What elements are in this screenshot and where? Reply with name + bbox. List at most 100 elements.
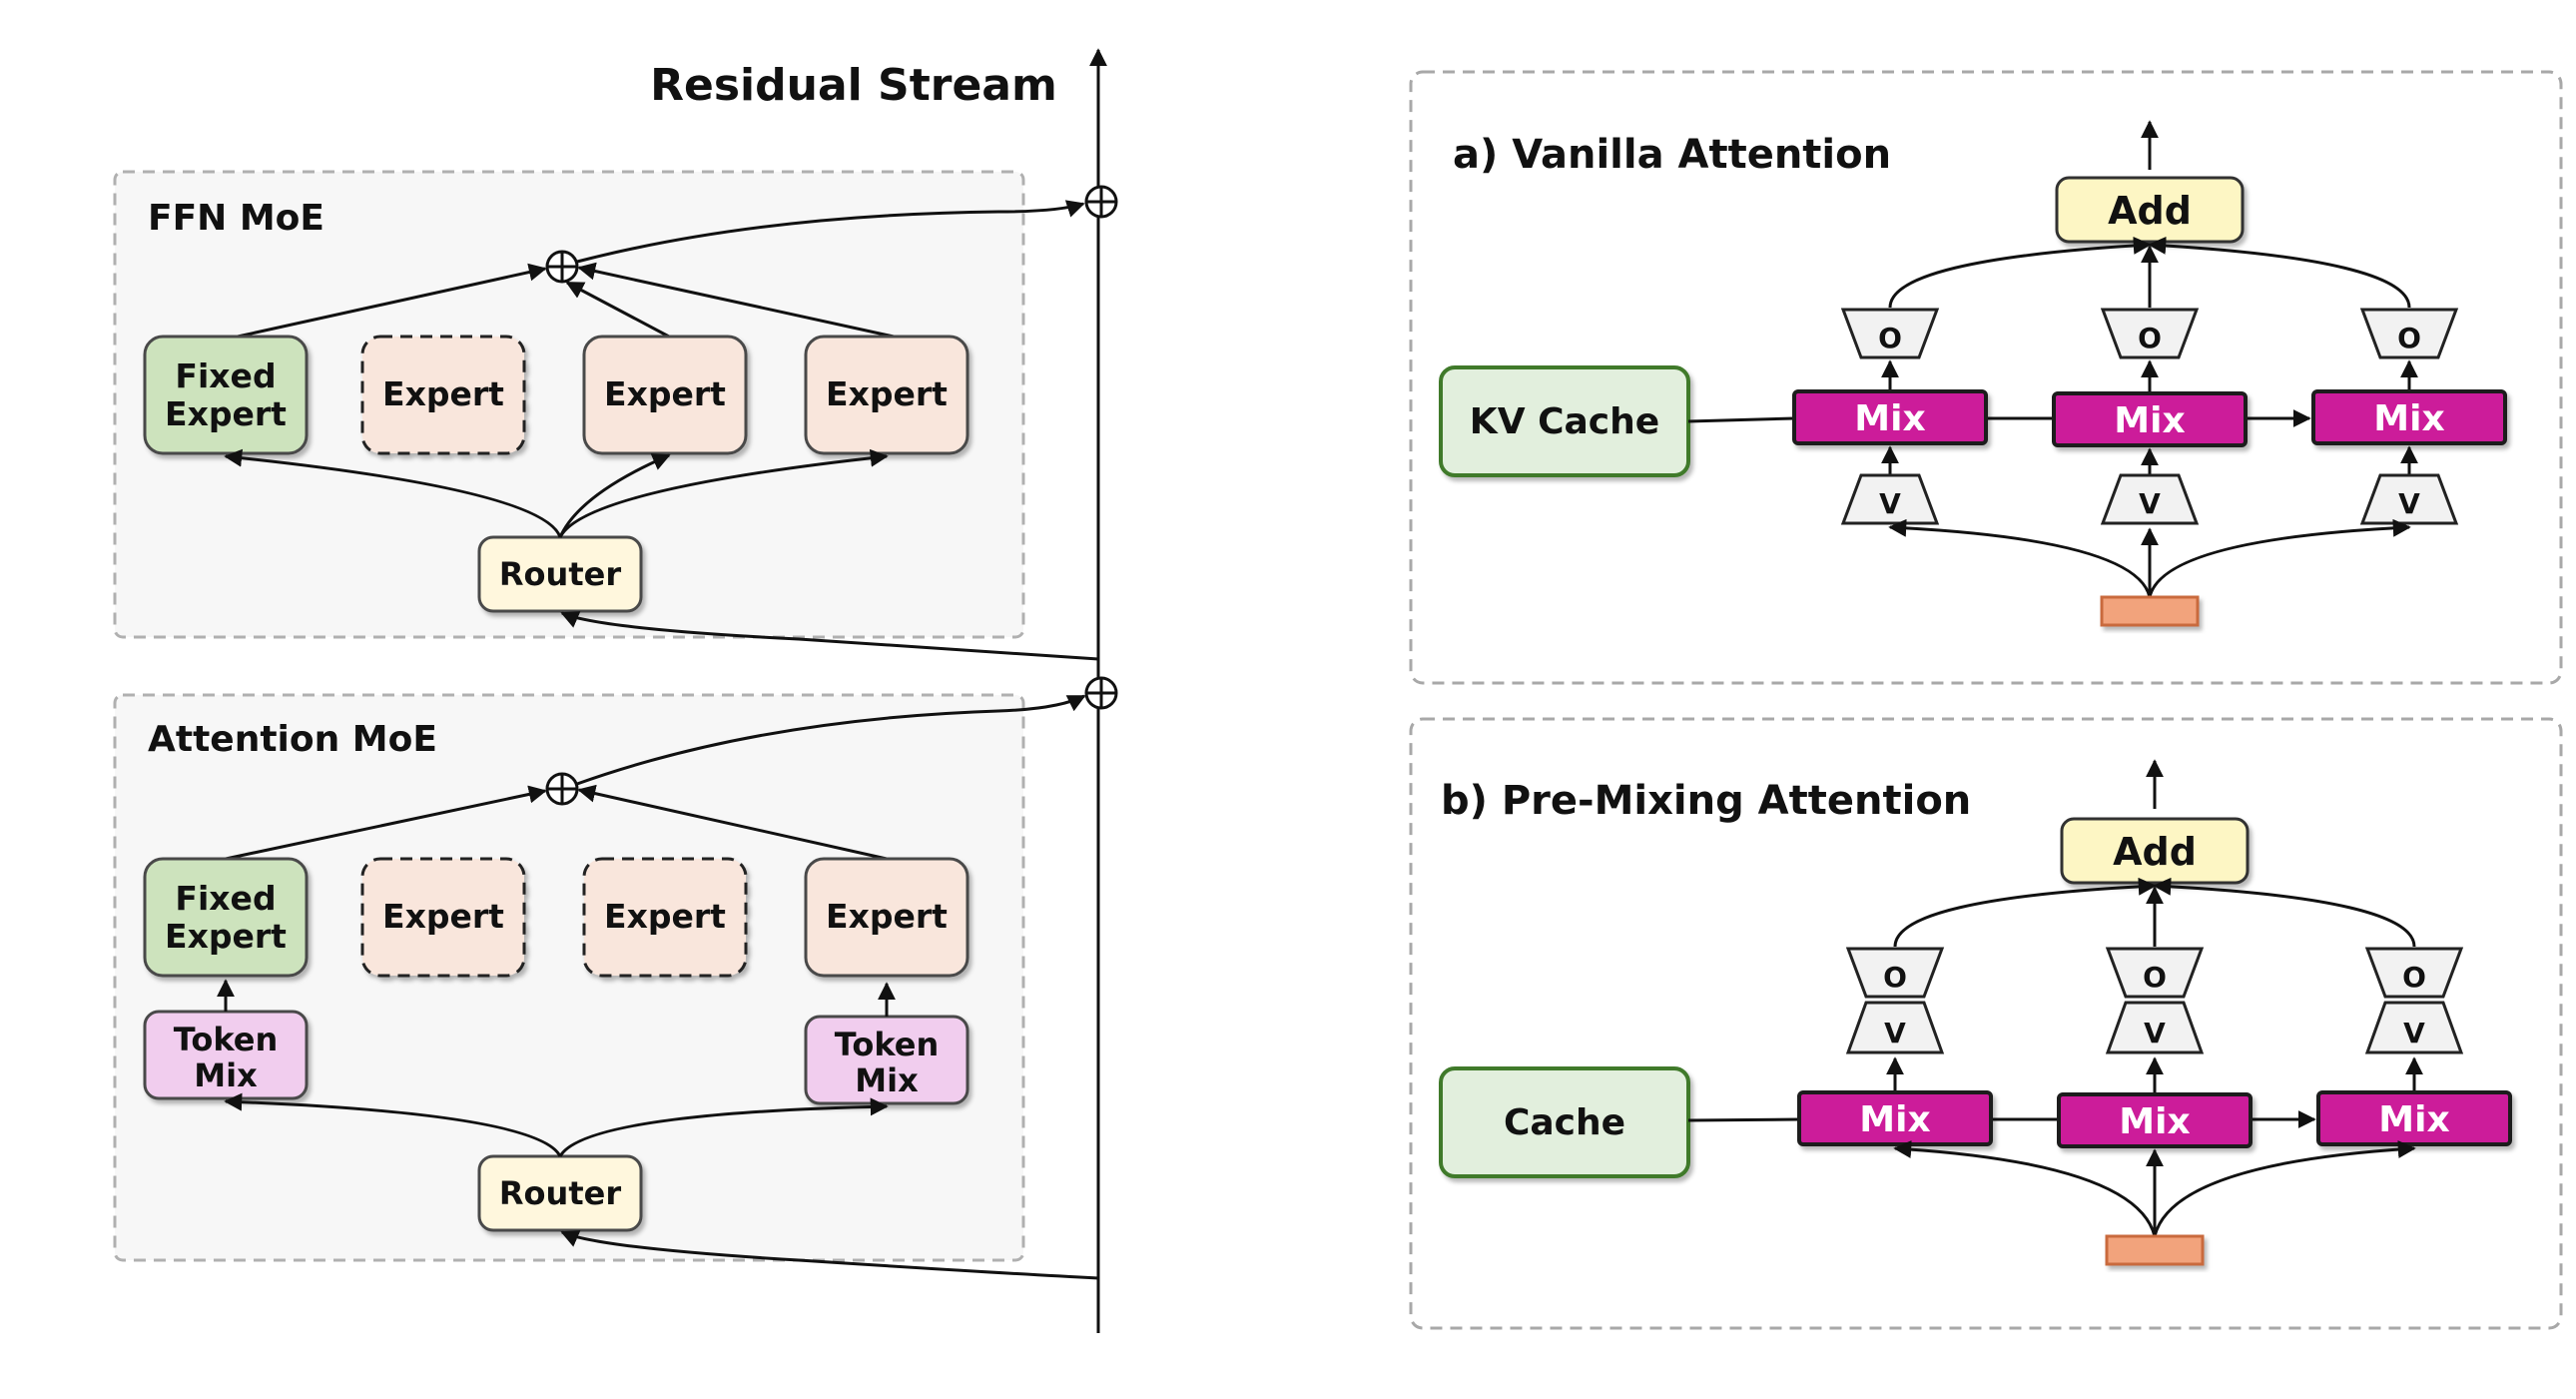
ffn-conn [577, 262, 895, 339]
premix-mix-2: Mix [2057, 1092, 2253, 1148]
svg-text:KV Cache: KV Cache [1470, 401, 1659, 442]
input-to-v [1888, 518, 2152, 598]
premix-o-to-add [1893, 877, 2157, 948]
residual-to-router [560, 1230, 1099, 1280]
router-to-tokenmix [558, 1097, 889, 1157]
svg-text:Mix: Mix [2114, 400, 2185, 441]
ffn-moe-title: FFN MoE [148, 198, 324, 239]
attn-fixed-expert: Fixed Expert [143, 857, 309, 978]
vanilla-kv-cache: KV Cache [1439, 365, 1690, 477]
svg-text:Mix: Mix [2378, 1099, 2449, 1140]
premix-v-proj: V [2105, 1001, 2205, 1054]
vanilla-o-to-add [2148, 236, 2411, 309]
attn-token-mix-right: Token Mix [804, 1015, 969, 1105]
svg-text:Add: Add [2108, 189, 2192, 233]
svg-text:Mix: Mix [1859, 1099, 1930, 1140]
premix-mix-3: Mix [2316, 1090, 2512, 1146]
premix-v-proj: V [1845, 1001, 1945, 1054]
ffn-expert-3: Expert [804, 335, 969, 455]
ffn-expert-inactive-1: Expert [360, 335, 526, 455]
svg-text:V: V [2139, 487, 2161, 520]
premix-v-proj: V [2364, 1001, 2464, 1054]
router-to-expert [558, 448, 889, 538]
svg-text:O: O [1878, 322, 1902, 354]
ffn-conn [565, 281, 670, 339]
attention-moe-panel [113, 693, 1025, 1262]
residual-add-node-top [1084, 185, 1118, 219]
svg-text:Fixed: Fixed [175, 879, 276, 918]
svg-text:Expert: Expert [826, 374, 948, 413]
svg-text:Router: Router [499, 1174, 621, 1212]
residual-stream-label: Residual Stream [650, 60, 1057, 111]
svg-text:Expert: Expert [382, 897, 504, 936]
ffn-expert-2: Expert [582, 335, 748, 455]
svg-text:Cache: Cache [1504, 1102, 1625, 1143]
svg-text:Add: Add [2113, 830, 2197, 874]
vanilla-v-proj: V [1840, 473, 1940, 525]
ffn-to-residual [576, 200, 1085, 264]
cache-to-mix [1687, 416, 1795, 423]
svg-text:Expert: Expert [382, 374, 504, 413]
router-to-expert [558, 453, 671, 538]
svg-text:Router: Router [499, 555, 621, 593]
svg-text:Fixed: Fixed [175, 356, 276, 395]
cache-to-mix [1687, 1117, 1800, 1122]
attn-conn [225, 785, 547, 861]
svg-text:O: O [2402, 961, 2426, 994]
ffn-router: Router [477, 535, 643, 613]
attention-moe-title: Attention MoE [148, 719, 437, 760]
svg-text:Token: Token [835, 1026, 939, 1063]
svg-text:V: V [2403, 1017, 2425, 1049]
ffn-conn [237, 263, 547, 339]
premix-title: b) Pre-Mixing Attention [1441, 778, 1971, 824]
residual-to-router [560, 611, 1099, 661]
premix-input-token [2105, 1234, 2205, 1266]
input-to-v [2148, 518, 2411, 598]
input-to-mix [2153, 1140, 2416, 1237]
svg-text:O: O [1883, 961, 1907, 994]
vanilla-mix-3: Mix [2311, 389, 2507, 445]
ffn-add-node [545, 250, 579, 284]
premix-cache: Cache [1439, 1066, 1690, 1178]
vanilla-v-proj: V [2100, 473, 2200, 525]
svg-text:V: V [1879, 487, 1901, 520]
svg-text:Expert: Expert [604, 897, 726, 936]
attn-add-node [545, 772, 579, 806]
svg-text:V: V [1884, 1017, 1906, 1049]
vanilla-add-box: Add [2055, 176, 2245, 244]
attn-token-mix-left: Token Mix [143, 1010, 309, 1100]
svg-text:Expert: Expert [165, 917, 287, 956]
premix-o-to-add [2153, 877, 2416, 948]
svg-text:Mix: Mix [1854, 398, 1925, 439]
svg-text:Token: Token [174, 1021, 278, 1058]
svg-text:O: O [2397, 322, 2421, 354]
premix-o-proj: O [2364, 947, 2464, 999]
svg-text:Mix: Mix [855, 1061, 919, 1099]
svg-text:Mix: Mix [2119, 1101, 2190, 1142]
router-to-tokenmix [224, 1092, 562, 1157]
svg-text:Mix: Mix [194, 1056, 258, 1094]
vanilla-mix-1: Mix [1792, 389, 1988, 445]
svg-text:Expert: Expert [165, 394, 287, 433]
vanilla-o-proj: O [2100, 308, 2200, 359]
vanilla-mix-2: Mix [2052, 391, 2248, 447]
attn-expert-inactive-1: Expert [360, 857, 526, 978]
svg-text:O: O [2143, 961, 2167, 994]
vanilla-input-token [2100, 595, 2200, 627]
vanilla-attention-panel [1409, 70, 2563, 685]
vanilla-o-to-add [1888, 236, 2152, 309]
vanilla-o-proj: O [2359, 308, 2459, 359]
attn-expert-3: Expert [804, 857, 969, 978]
attn-to-residual [576, 694, 1086, 786]
vanilla-o-proj: O [1840, 308, 1940, 359]
premix-o-proj: O [1845, 947, 1945, 999]
svg-text:Mix: Mix [2373, 398, 2444, 439]
premix-attention-panel [1409, 717, 2563, 1330]
premix-mix-1: Mix [1797, 1090, 1993, 1146]
residual-add-node-bottom [1084, 676, 1118, 710]
svg-text:Expert: Expert [604, 374, 726, 413]
attn-expert-inactive-2: Expert [582, 857, 748, 978]
svg-text:Expert: Expert [826, 897, 948, 936]
svg-text:V: V [2144, 1017, 2166, 1049]
